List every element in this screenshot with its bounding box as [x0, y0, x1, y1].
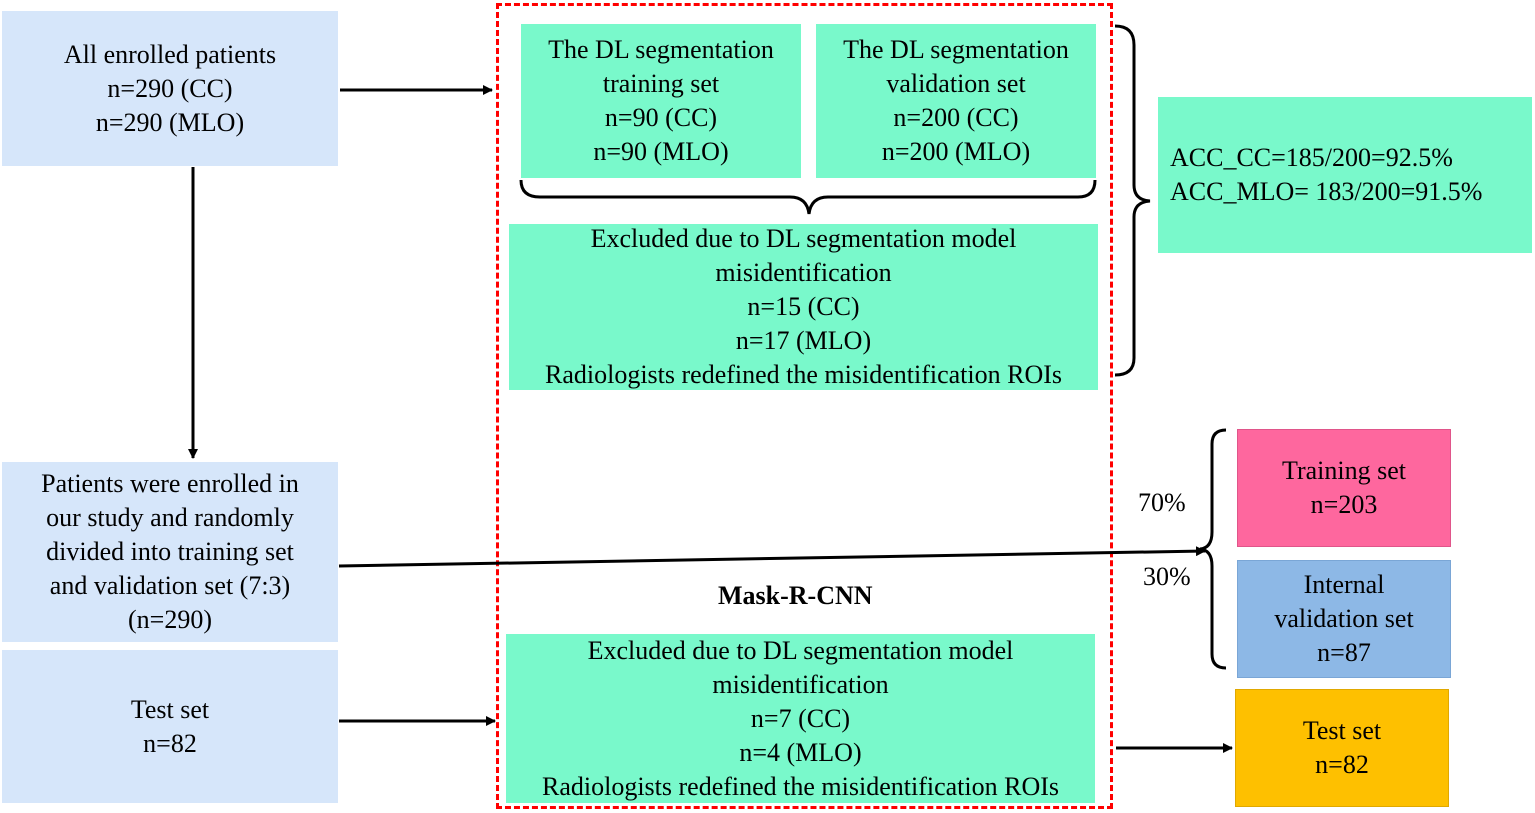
excluded-top-mlo: n=17 (MLO) [735, 326, 872, 355]
enrolled-cc-count: n=290 (CC) [107, 73, 233, 103]
accuracy-cc: ACC_CC=185/200=92.5% [1170, 143, 1453, 172]
excluded-bottom-line-1: Excluded due to DL segmentation model [587, 635, 1014, 665]
excluded-bottom-box: Excluded due to DL segmentation model mi… [506, 634, 1095, 803]
training-set-count: n=203 [1310, 490, 1378, 519]
excluded-top-note: Radiologists redefined the misidentifica… [544, 360, 1063, 389]
split-training-percent: 70% [1138, 488, 1186, 517]
mask-rcnn-frame [496, 3, 1113, 809]
dl-validation-line-2: validation set [886, 69, 1026, 98]
arrow-randomized-to-split [338, 546, 1206, 568]
test-set-right-box: Test set n=82 [1235, 689, 1449, 807]
test-set-left-box: Test set n=82 [2, 650, 338, 803]
split-validation-percent: 30% [1143, 562, 1191, 591]
accuracy-mlo: ACC_MLO= 183/200=91.5% [1170, 177, 1483, 206]
dl-training-line-2: training set [602, 69, 720, 98]
internal-validation-set-box: Internal validation set n=87 [1237, 560, 1451, 678]
test-left-title: Test set [130, 694, 210, 724]
training-set-box: Training set n=203 [1237, 429, 1451, 547]
training-set-title: Training set [1282, 456, 1406, 485]
brace-dl-sets [519, 179, 1097, 215]
dl-training-mlo: n=90 (MLO) [593, 137, 729, 166]
excluded-top-box: Excluded due to DL segmentation model mi… [509, 224, 1098, 390]
enrolled-mlo-count: n=290 (MLO) [95, 107, 245, 137]
brace-split [1199, 428, 1227, 670]
randomized-line-1: Patients were enrolled in [41, 469, 299, 498]
internal-validation-line-1: Internal [1303, 570, 1385, 599]
dl-validation-mlo: n=200 (MLO) [881, 137, 1031, 166]
brace-accuracy [1114, 24, 1151, 377]
test-left-count: n=82 [143, 728, 197, 758]
excluded-top-line-1: Excluded due to DL segmentation model [590, 224, 1017, 253]
excluded-bottom-mlo: n=4 (MLO) [739, 737, 862, 767]
excluded-bottom-note: Radiologists redefined the misidentifica… [541, 771, 1060, 801]
dl-validation-cc: n=200 (CC) [893, 103, 1019, 132]
randomized-line-2: our study and randomly [46, 503, 294, 532]
dl-training-line-1: The DL segmentation [548, 35, 774, 64]
accuracy-box: ACC_CC=185/200=92.5% ACC_MLO= 183/200=91… [1158, 97, 1532, 253]
internal-validation-count: n=87 [1317, 638, 1371, 667]
dl-validation-set-box: The DL segmentation validation set n=200… [816, 24, 1096, 178]
excluded-top-cc: n=15 (CC) [747, 292, 860, 321]
test-right-title: Test set [1302, 716, 1382, 745]
dl-training-cc: n=90 (CC) [604, 103, 718, 132]
mask-rcnn-label: Mask-R-CNN [718, 581, 873, 610]
all-enrolled-patients-box: All enrolled patients n=290 (CC) n=290 (… [2, 11, 338, 166]
randomized-line-5: (n=290) [128, 605, 212, 634]
excluded-bottom-cc: n=7 (CC) [750, 703, 851, 733]
excluded-top-line-2: misidentification [715, 258, 892, 287]
enrolled-title: All enrolled patients [63, 39, 277, 69]
internal-validation-line-2: validation set [1274, 604, 1414, 633]
dl-training-set-box: The DL segmentation training set n=90 (C… [521, 24, 801, 178]
test-right-count: n=82 [1315, 750, 1369, 779]
randomized-line-4: and validation set (7:3) [49, 571, 291, 600]
randomized-patients-box: Patients were enrolled in our study and … [2, 462, 338, 642]
dl-validation-line-1: The DL segmentation [843, 35, 1069, 64]
randomized-line-3: divided into training set [46, 537, 294, 566]
excluded-bottom-line-2: misidentification [712, 669, 889, 699]
